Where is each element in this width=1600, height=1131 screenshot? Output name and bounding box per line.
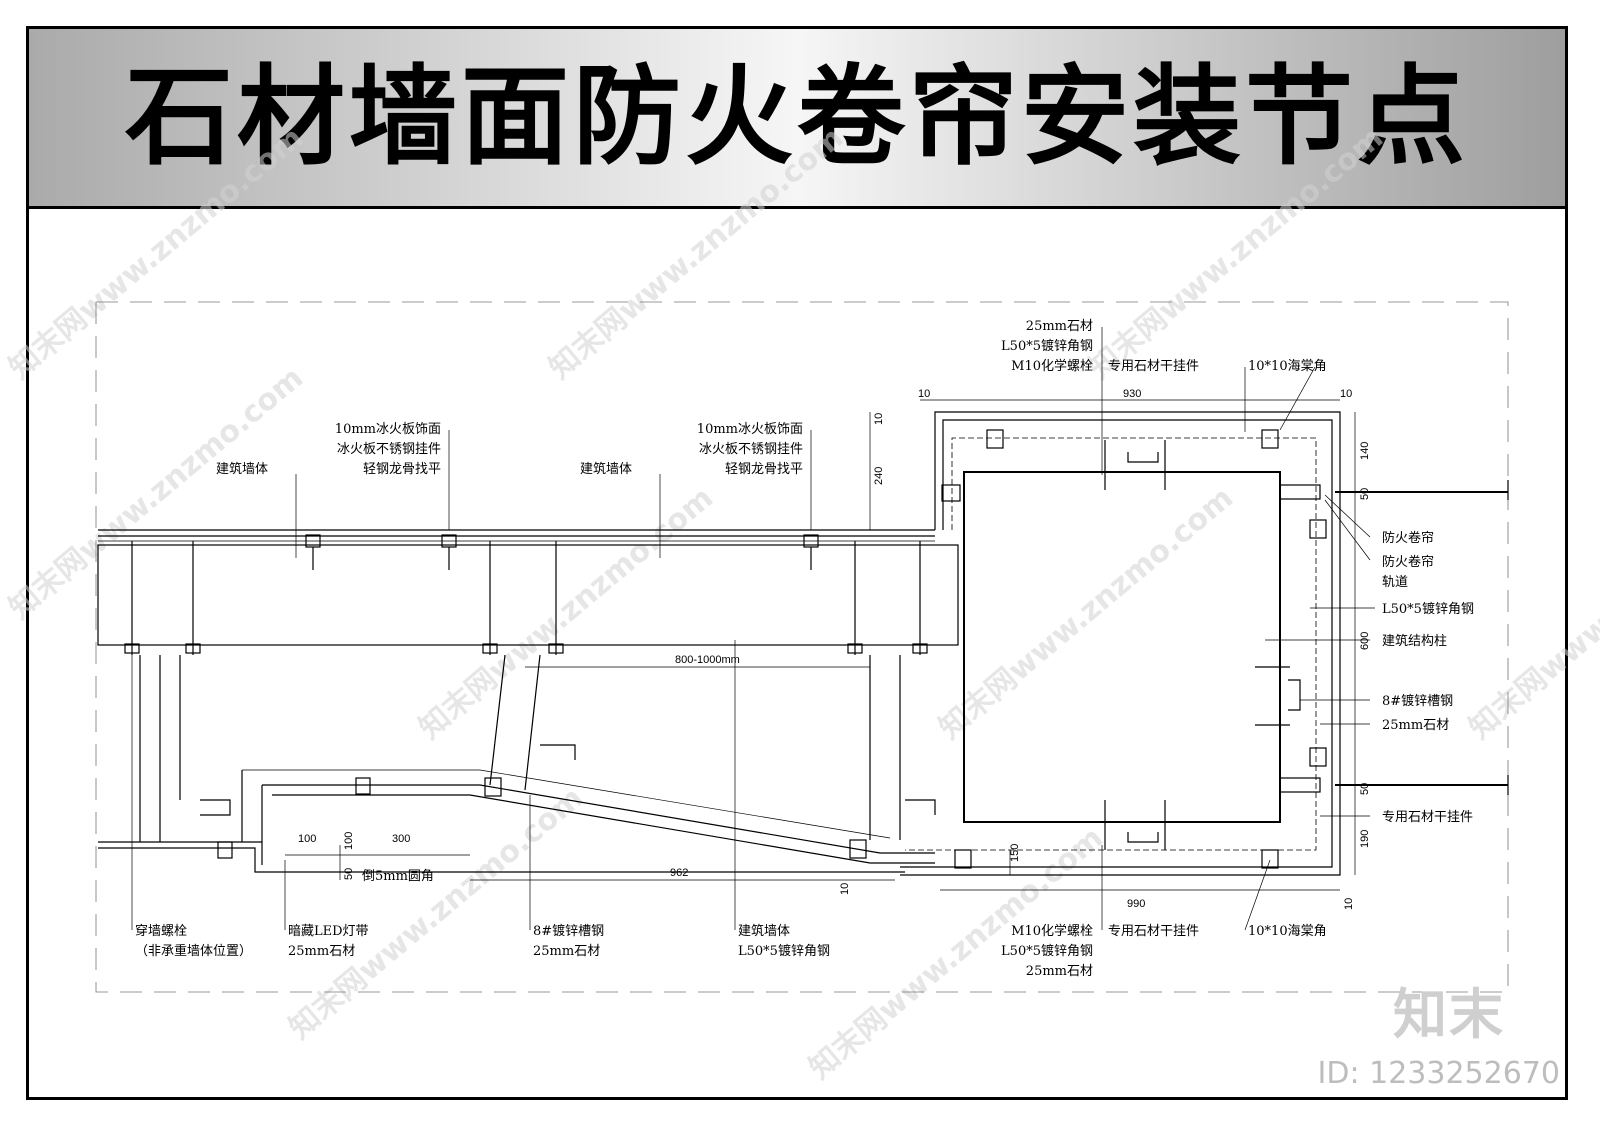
watermark-id: ID: 1233252670 [1317, 1056, 1560, 1091]
label-br-hanger: 专用石材干挂件 [1108, 924, 1199, 939]
page-title: 石材墙面防火卷帘安装节点 [124, 54, 1469, 180]
dim-text: 50 [343, 868, 355, 880]
watermark-text: 知末网www.znzmo.com [413, 480, 720, 746]
dim-text: 10 [1343, 898, 1355, 910]
label-br-bolt: M10化学螺栓 [1011, 923, 1093, 939]
label-bm-stone: 25mm石材 [533, 944, 600, 959]
watermark-text: 知末网www.znzmo.com [1463, 480, 1600, 746]
watermark-text: 知末网www.znzmo.com [283, 780, 590, 1046]
label-top-corner: 10*10海棠角 [1248, 359, 1327, 374]
dim-text: 50 [1359, 488, 1371, 500]
label-round: 倒5mm圆角 [362, 869, 434, 884]
dim-text: 10 [839, 883, 851, 895]
label-through-bolt-note: （非承重墙体位置） [135, 943, 252, 959]
label-right-channel: 8#镀锌槽钢 [1382, 693, 1453, 709]
watermark-text: 知末网www.znzmo.com [933, 480, 1240, 746]
dim-text: 190 [1359, 830, 1371, 848]
label-top-hanger: 专用石材干挂件 [1108, 359, 1199, 374]
column-cladding [900, 411, 1509, 876]
label-br-angle: L50*5镀锌角钢 [1001, 943, 1093, 959]
dim-text: 600 [1359, 632, 1371, 650]
label-right-track: 防火卷帘 [1382, 554, 1434, 570]
dim-text: 10 [1340, 388, 1352, 400]
watermark-brand: 知末 [1393, 983, 1505, 1046]
structural-column [963, 471, 1281, 823]
dim-text: 150 [1009, 844, 1021, 862]
watermark-text: 知末网www.znzmo.com [3, 360, 310, 626]
annotations: 25mm石材 L50*5镀锌角钢 M10化学螺栓 专用石材干挂件 10*10海棠… [135, 319, 1474, 979]
dim-text: 140 [1359, 442, 1371, 460]
label-br-stone: 25mm石材 [1026, 964, 1093, 979]
watermark-text: 知末网www.znzmo.com [1083, 120, 1390, 386]
upper-wall [97, 529, 959, 655]
dim-text: 10 [918, 388, 930, 400]
watermark-text: 知末网www.znzmo.com [3, 120, 310, 386]
label-right-angle: L50*5镀锌角钢 [1382, 601, 1474, 617]
lower-stone-section [98, 654, 936, 873]
dim-text: 240 [873, 467, 885, 485]
label-right-shutter: 防火卷帘 [1382, 530, 1434, 546]
drawing-boundary [95, 301, 1509, 993]
dim-text: 10 [873, 413, 885, 425]
label-bm-channel: 8#镀锌槽钢 [533, 923, 604, 939]
label-bm-wall: 建筑墙体 [738, 923, 790, 939]
label-led: 暗藏LED灯带 [288, 924, 369, 939]
shutter-guide-bottom [1279, 777, 1321, 793]
label-bm-angle: L50*5镀锌角钢 [738, 943, 830, 959]
dim-text: 800-1000mm [675, 654, 740, 666]
dim-text: 50 [1359, 783, 1371, 795]
label-through-bolt: 穿墙螺栓 [135, 923, 187, 939]
label-right-track: 轨道 [1382, 575, 1408, 590]
label-top-bolt: M10化学螺栓 [1011, 358, 1093, 374]
label-mid-keel: 轻钢龙骨找平 [725, 462, 803, 477]
label-bl-stone: 25mm石材 [288, 944, 355, 959]
watermark-text: 知末网www.znzmo.com [543, 120, 850, 386]
title-band: 石材墙面防火卷帘安装节点 [29, 29, 1565, 209]
shutter-guide-top [1279, 484, 1321, 500]
label-mid-panel: 10mm冰火板饰面 [697, 422, 803, 437]
dim-text: 990 [1127, 898, 1145, 910]
label-br-corner: 10*10海棠角 [1248, 924, 1327, 939]
label-top-stone: 25mm石材 [1026, 319, 1093, 334]
label-left-wall: 建筑墙体 [216, 461, 268, 477]
label-left-keel: 轻钢龙骨找平 [363, 462, 441, 477]
label-mid-wall: 建筑墙体 [580, 461, 632, 477]
label-mid-panel-hanger: 冰火板不锈钢挂件 [699, 442, 803, 457]
dim-text: 100 [343, 832, 355, 850]
dimension-texts: 10 930 10 10 140 240 50 600 50 190 150 9… [298, 388, 1371, 910]
leader-lines [131, 327, 1375, 931]
label-left-panel-hanger: 冰火板不锈钢挂件 [337, 442, 441, 457]
dimension-lines [285, 399, 1356, 930]
dim-text: 930 [1123, 388, 1141, 400]
label-right-column: 建筑结构柱 [1382, 633, 1447, 649]
label-left-panel: 10mm冰火板饰面 [335, 422, 441, 437]
dim-text: 100 [298, 833, 316, 845]
dim-text: 962 [670, 867, 688, 879]
watermark-layer: 知末网www.znzmo.com 知末网www.znzmo.com 知末网www… [3, 120, 1600, 1086]
dim-text: 300 [392, 833, 410, 845]
label-top-angle: L50*5镀锌角钢 [1001, 338, 1093, 354]
label-right-hanger: 专用石材干挂件 [1382, 810, 1473, 825]
label-right-stone: 25mm石材 [1382, 718, 1449, 733]
